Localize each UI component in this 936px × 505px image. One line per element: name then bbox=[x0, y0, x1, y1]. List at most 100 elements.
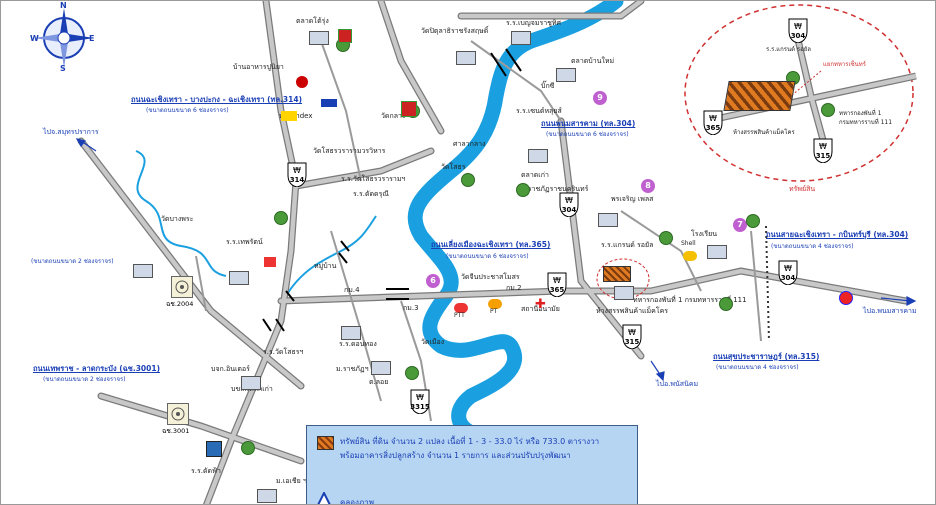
place-label: วัดโสธรวรารามวรวิหาร bbox=[313, 147, 386, 155]
tree-icon bbox=[405, 366, 419, 380]
highway-shield-304: ₩ 304 bbox=[558, 191, 580, 218]
side-road-sub: (ขนาดถนนขนาด 2 ช่องจราจร) bbox=[31, 258, 114, 265]
road-name-3001: ถนนเทพราช - ลาดกระบัง (ฉช.3001) bbox=[33, 364, 160, 373]
svg-text:₩: ₩ bbox=[794, 22, 802, 31]
railway bbox=[765, 225, 770, 342]
building-icon bbox=[598, 213, 618, 227]
svg-text:₩: ₩ bbox=[784, 264, 792, 273]
road-sub-315: (ขนาดถนนขนาด 4 ช่องจราจร) bbox=[716, 364, 799, 371]
road-name-304: ถนนพนมสารคาม (ทล.304) bbox=[541, 119, 636, 128]
inset-shield-315: ₩ 315 bbox=[812, 137, 834, 164]
inset-label: กรมทหารราบที่ 111 bbox=[839, 119, 893, 126]
marker-8[interactable]: 8 bbox=[641, 179, 655, 193]
compass-n: N bbox=[60, 1, 67, 10]
building-icon bbox=[614, 286, 634, 300]
tree-icon bbox=[274, 211, 288, 225]
no-entry-icon bbox=[839, 291, 853, 305]
inset-circle bbox=[684, 4, 914, 182]
road-name-315: ถนนสุขประชาราษฎร์ (ทล.315) bbox=[713, 352, 820, 361]
road-sub-3001: (ขนาดถนนขนาด 2 ช่องจราจร) bbox=[43, 376, 126, 383]
building-icon bbox=[309, 31, 329, 45]
road-name-304b: ถนนสายฉะเชิงเทรา - กบินทร์บุรี (ทล.304) bbox=[766, 230, 909, 239]
legend-line-1: ทรัพย์สิน ที่ดิน จำนวน 2 แปลง เนื้อที่ 1… bbox=[340, 437, 600, 446]
building-icon bbox=[511, 31, 531, 45]
road-name-314: ถนนฉะเชิงเทรา - บางปะกง - ฉะเชิงเทรา (ทล… bbox=[131, 95, 303, 104]
svg-text:₩: ₩ bbox=[819, 142, 827, 151]
highway-shield-315: ₩ 315 bbox=[621, 323, 643, 350]
place-label: ร.ร.วัดโสธรวรารามฯ bbox=[341, 175, 406, 183]
svg-text:₩: ₩ bbox=[416, 393, 424, 402]
place-label: ร.ร.แกรนด์ รอยัล bbox=[601, 241, 654, 249]
place-label: ม.เอเชีย ฯ bbox=[276, 477, 307, 485]
svg-text:₩: ₩ bbox=[553, 276, 561, 285]
place-label: ร.ร.เบญจมราชูทิศ bbox=[506, 19, 561, 27]
marker-7[interactable]: 7 bbox=[733, 218, 747, 232]
road-sub-304: (ขนาดถนนขนาด 6 ช่องจราจร) bbox=[546, 131, 629, 138]
direction-phanat-nikhom: ไปอ.พนัสนิคม bbox=[656, 380, 699, 388]
marker-6[interactable]: 6 bbox=[426, 274, 440, 288]
index-logo-icon bbox=[281, 111, 297, 121]
road-sub-314: (ขนาดถนนขนาด 6 ช่องจราจร) bbox=[146, 107, 229, 114]
place-label: ต.ลอย bbox=[369, 378, 389, 386]
legend-box: ทรัพย์สิน ที่ดิน จำนวน 2 แปลง เนื้อที่ 1… bbox=[306, 425, 638, 504]
compass-w: W bbox=[30, 34, 39, 43]
place-label: ร.ร.เซนต์หลุยส์ bbox=[516, 107, 562, 115]
shell-station-icon bbox=[683, 251, 697, 261]
bridges bbox=[262, 48, 522, 332]
direction-phanom-sarakham: ไปอ.พนมสารคาม bbox=[863, 307, 917, 315]
place-label: วัดโสธร bbox=[441, 163, 466, 171]
direction-arrows bbox=[75, 138, 917, 382]
place-label: ม.ราชภัฏราชนครินทร์ bbox=[521, 185, 589, 193]
building-icon bbox=[257, 489, 277, 503]
building-icon bbox=[229, 271, 249, 285]
inset-pointer bbox=[790, 70, 822, 97]
tree-icon bbox=[719, 297, 733, 311]
canal-center bbox=[285, 215, 377, 297]
building-icon bbox=[371, 361, 391, 375]
place-label: ห้างสรรพสินค้าแม็คโคร bbox=[596, 307, 669, 315]
svg-text:₩: ₩ bbox=[565, 196, 573, 205]
compass-e: E bbox=[89, 34, 95, 43]
building-icon bbox=[556, 68, 576, 82]
place-label: วัดปิตุลาธิราชรังสฤษดิ์ bbox=[421, 27, 489, 35]
logo-icon bbox=[401, 101, 417, 117]
building-icon bbox=[133, 264, 153, 278]
tree-icon bbox=[241, 441, 255, 455]
building-icon bbox=[241, 376, 261, 390]
marker-9[interactable]: 9 bbox=[593, 91, 607, 105]
place-label-km2: กม.2 bbox=[506, 284, 522, 292]
subject-swatch-icon bbox=[317, 436, 334, 450]
roads-fill bbox=[78, 1, 909, 504]
inset-shield-365: ₩ 365 bbox=[702, 109, 724, 136]
inset-label: ร.ร.แกรนด์ รอยัล bbox=[766, 46, 811, 53]
place-label-km4: กม.4 bbox=[344, 286, 360, 294]
place-label: พรเจริญ เพลส bbox=[611, 195, 654, 203]
homepro-logo-icon bbox=[321, 99, 337, 107]
ptt-station-icon bbox=[454, 303, 468, 313]
red-dot-icon bbox=[296, 76, 308, 88]
grid-icon bbox=[206, 441, 222, 457]
place-label: บิ๊กซี bbox=[541, 82, 555, 90]
svg-text:₩: ₩ bbox=[709, 114, 717, 123]
building-icon bbox=[528, 149, 548, 163]
place-label-km3: กม.3 bbox=[403, 304, 419, 312]
svg-text:₩: ₩ bbox=[628, 328, 636, 337]
place-label: ตลาดโต้รุ่ง bbox=[296, 17, 329, 25]
inset-shield-304: ₩ 304 bbox=[787, 17, 809, 44]
place-label: วัดกลาง bbox=[381, 112, 406, 120]
road-sub-304b: (ขนาดถนนขนาด 4 ช่องจราจร) bbox=[771, 243, 854, 250]
tree-icon bbox=[746, 214, 760, 228]
building-icon bbox=[707, 245, 727, 259]
inset-label: แยกทหารเซ็นทร์ bbox=[823, 61, 866, 68]
subject-property-marker[interactable] bbox=[603, 266, 631, 282]
place-label: หมู่บ้าน bbox=[314, 262, 337, 270]
building-icon bbox=[456, 51, 476, 65]
tree-icon bbox=[461, 173, 475, 187]
place-label: สถานีอนามัย bbox=[521, 305, 560, 313]
road-name-365: ถนนเลี่ยงเมืองฉะเชิงเทรา (ทล.365) bbox=[431, 240, 551, 249]
place-label: ร.ร.ดัดฟ้า bbox=[191, 467, 221, 475]
place-label: โรงเรียน bbox=[691, 230, 717, 238]
subject-property-parcel[interactable] bbox=[723, 81, 796, 111]
